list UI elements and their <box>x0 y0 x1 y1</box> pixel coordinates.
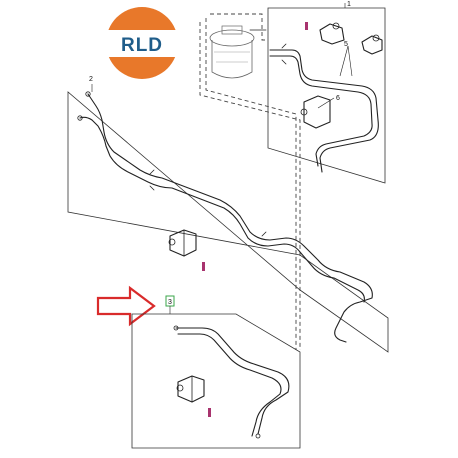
middle-panel: 2 <box>67 76 389 353</box>
bracket-icon <box>300 95 331 129</box>
magenta-marker <box>202 262 205 271</box>
callout-lower-panel: 3 <box>168 299 172 306</box>
callout-clip-pair: 5 <box>344 41 348 48</box>
callout-long-pipe: 2 <box>89 76 93 83</box>
callout-bracket: 6 <box>336 95 340 102</box>
pipe-clip-icon <box>361 34 383 55</box>
right-arrow-outline-icon <box>96 285 156 327</box>
pipe-clip-icon <box>168 229 205 271</box>
magenta-marker <box>208 408 211 417</box>
logo-text: RLD <box>121 35 163 56</box>
top-panel: 1 5 6 <box>267 1 386 184</box>
magenta-marker <box>305 22 308 30</box>
rld-logo: RLD <box>103 7 181 79</box>
callout-top-panel: 1 <box>347 1 351 8</box>
fuel-filter-icon <box>199 13 301 350</box>
pipe-clip-icon <box>176 375 211 417</box>
pipe-clip-icon <box>305 22 345 45</box>
lower-panel: 3 <box>131 295 301 449</box>
